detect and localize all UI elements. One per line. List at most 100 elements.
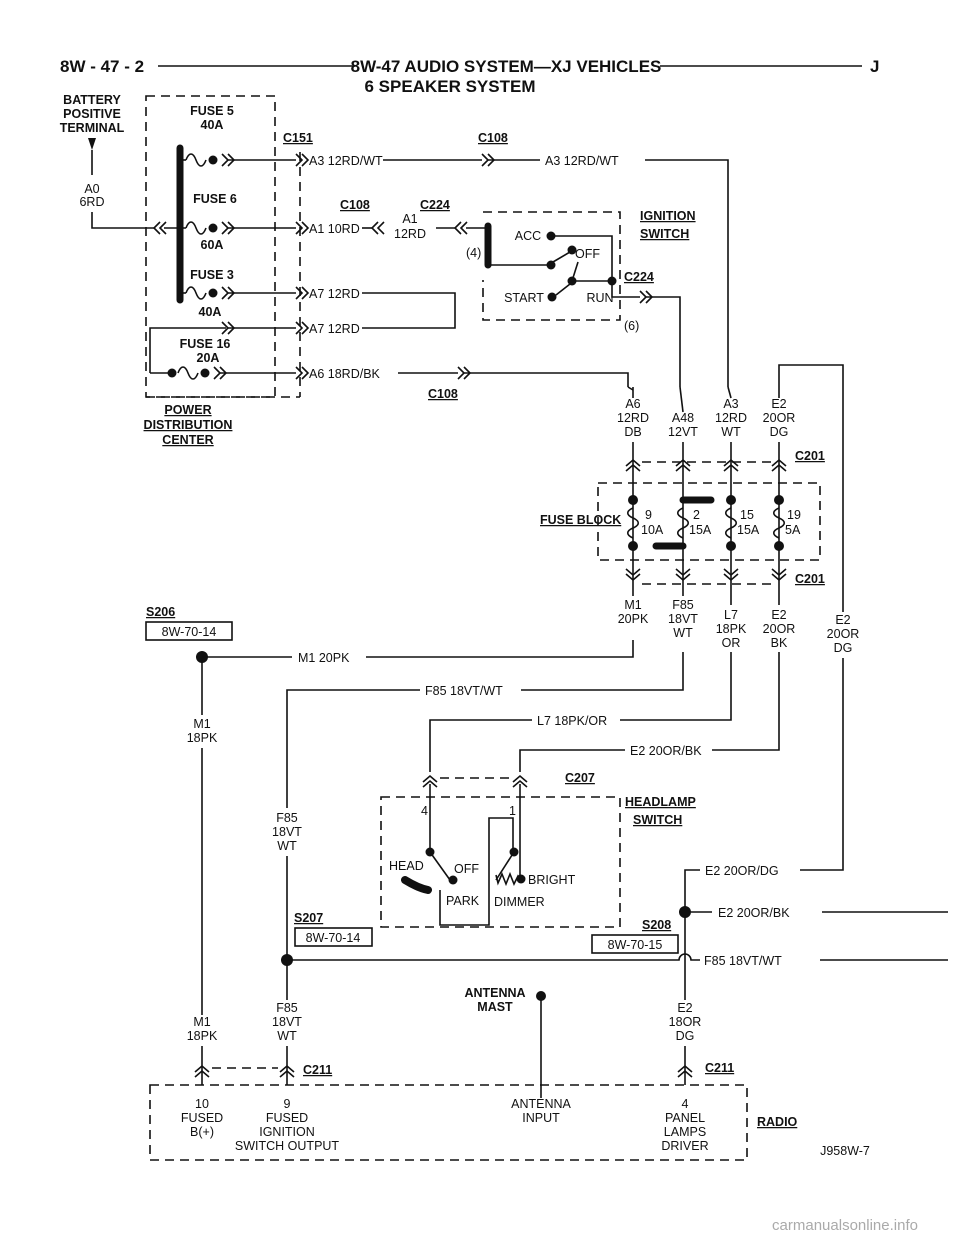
headlamp-switch-title: HEADLAMP (625, 795, 696, 809)
connector-label-c108: C108 (478, 131, 508, 145)
junction-dot (547, 292, 557, 302)
connector-label-c211: C211 (705, 1061, 734, 1075)
radio-pin: LAMPS (664, 1125, 706, 1139)
wire (597, 482, 821, 561)
label: E2 (771, 397, 786, 411)
connector-icon (185, 153, 207, 167)
radio-title: RADIO (757, 1115, 798, 1129)
wire-label: A0 (84, 182, 99, 196)
label: M1 (193, 717, 210, 731)
label: WT (721, 425, 741, 439)
radio-pin: FUSED (266, 1111, 308, 1125)
fuse-6-row (164, 221, 309, 235)
radio-pin: PANEL (665, 1111, 705, 1125)
connector-icon (454, 221, 468, 235)
label: 18VT (272, 1015, 302, 1029)
label: DG (834, 641, 853, 655)
ignition-switch-title: IGNITION (640, 209, 696, 223)
connector-label-c201: C201 (795, 572, 825, 586)
wire (620, 652, 732, 721)
connector-label-c151: C151 (283, 131, 313, 145)
ignition-switch-title: SWITCH (640, 227, 689, 241)
label: 18VT (272, 825, 302, 839)
wire (401, 876, 432, 894)
label: 18PK (187, 1029, 218, 1043)
junction-dot (726, 495, 736, 505)
fuse-number: 9 (645, 508, 652, 522)
wire (521, 652, 684, 691)
label: E2 (835, 613, 850, 627)
headlamp-switch-title: SWITCH (633, 813, 682, 827)
radio-pin: SWITCH OUTPUT (235, 1139, 340, 1153)
fuse-block-outputs: M1 20PK F85 18VT WT L7 18PK OR E2 20OR B… (615, 596, 859, 655)
label: 12RD (617, 411, 649, 425)
connector-label-c207: C207 (565, 771, 595, 785)
fuse-number: 2 (693, 508, 700, 522)
label: A48 (672, 411, 694, 425)
fuse-rating: 40A (199, 305, 222, 319)
switch-position-start: START (504, 291, 544, 305)
fuse-label: FUSE 5 (190, 104, 234, 118)
wire-label: M1 20PK (298, 651, 350, 665)
junction-dot (546, 260, 556, 270)
header: 8W - 47 - 2 8W-47 AUDIO SYSTEM—XJ VEHICL… (60, 57, 879, 96)
fuse-label: FUSE 16 (180, 337, 231, 351)
label: F85 (276, 811, 298, 825)
radio-pin: B(+) (190, 1125, 214, 1139)
label: 20OR (763, 411, 796, 425)
wire-label: L7 18PK/OR (537, 714, 607, 728)
label: 18OR (669, 1015, 702, 1029)
wire-label: E2 20OR/DG (705, 864, 779, 878)
label: DG (676, 1029, 695, 1043)
wire (362, 292, 456, 329)
wire (615, 596, 651, 640)
wire (145, 621, 233, 641)
battery-label: TERMINAL (60, 121, 125, 135)
wire (551, 235, 613, 280)
label: 20PK (618, 612, 649, 626)
junction-dot (208, 155, 218, 165)
connector-label-c211: C211 (303, 1063, 332, 1077)
radio-pin: DRIVER (661, 1139, 708, 1153)
wire (495, 851, 515, 881)
label: OR (722, 636, 741, 650)
wire (286, 689, 420, 808)
junction-dot (628, 541, 638, 551)
wire-label: A1 10RD (309, 222, 360, 236)
wire (611, 281, 640, 298)
switch-position-bright: BRIGHT (528, 873, 576, 887)
wire (679, 386, 684, 413)
figure-id: J958W-7 (820, 1144, 870, 1158)
fuse-block: A6 12RD DB A48 12VT A3 12RD WT E2 20OR D… (540, 364, 859, 655)
fuse-number: 15 (740, 508, 754, 522)
wire (482, 211, 621, 321)
page-number: 8W - 47 - 2 (60, 57, 144, 76)
fuse-rating: 40A (201, 118, 224, 132)
antenna-mast-label: ANTENNA (464, 986, 525, 1000)
page-title: 8W-47 AUDIO SYSTEM—XJ VEHICLES (351, 57, 662, 76)
connector-label-c224: C224 (420, 198, 450, 212)
label: 18PK (187, 731, 218, 745)
fuse-5-row (180, 153, 309, 167)
label: WT (277, 839, 297, 853)
section-letter: J (870, 57, 879, 76)
wire (149, 1084, 748, 1161)
wire (571, 261, 579, 282)
wire (727, 386, 732, 399)
label: DB (624, 425, 641, 439)
wire (645, 159, 729, 387)
wire (555, 283, 571, 296)
splice-ref: 8W-70-15 (608, 938, 663, 952)
wire-label: A1 (402, 212, 417, 226)
battery-label: POSITIVE (63, 107, 121, 121)
switch-position-off: OFF (575, 247, 600, 261)
top-wiring: C151 C108 A3 12RD/WT A3 12RD/WT C108 C22… (283, 131, 729, 401)
junction-dot (516, 874, 526, 884)
splice-label-s207: S207 (294, 911, 323, 925)
pin-label: (4) (466, 246, 481, 260)
fuse-block-title: FUSE BLOCK (540, 513, 621, 527)
radio-pin: INPUT (522, 1111, 560, 1125)
connector-icon (185, 221, 207, 235)
watermark: carmanualsonline.info (772, 1217, 918, 1234)
pin-label: 1 (509, 804, 516, 818)
